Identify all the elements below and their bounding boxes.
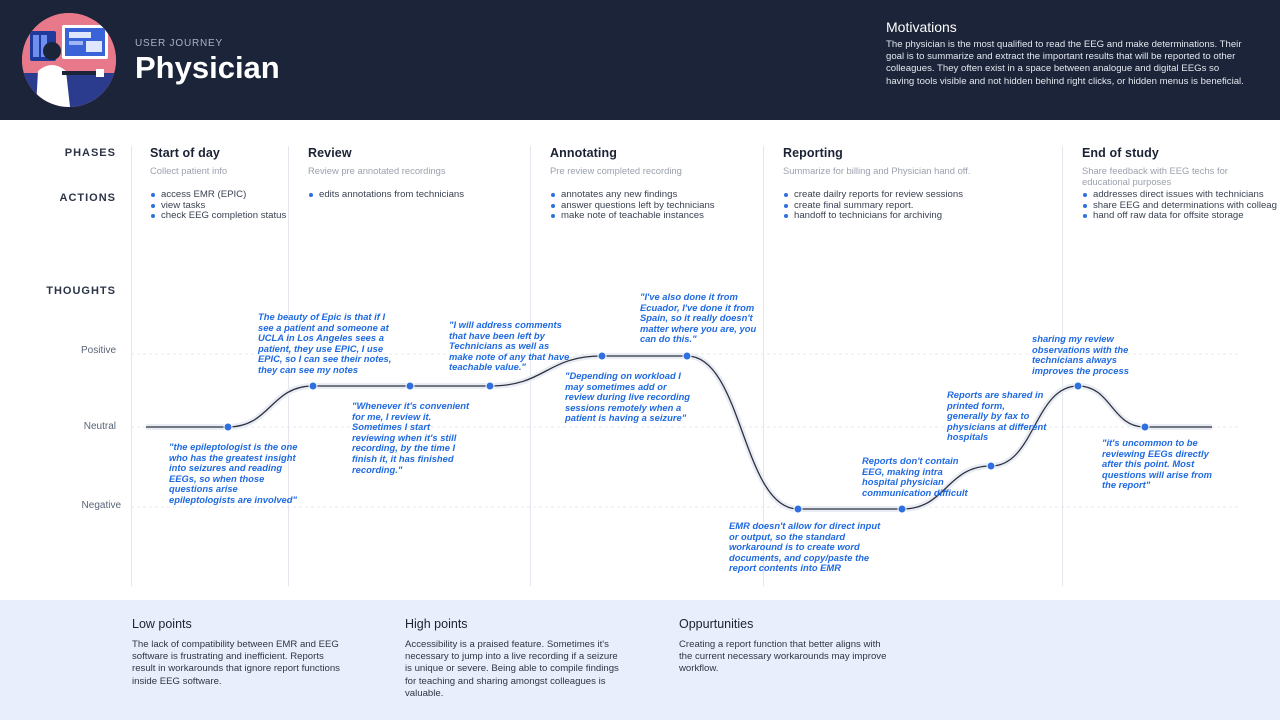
action-item: access EMR (EPIC) (150, 189, 286, 201)
negative-label: Negative (81, 500, 121, 511)
phase-divider (763, 146, 764, 586)
journey-point (1073, 381, 1083, 391)
phase-end-of-study: End of study Share feedback with EEG tec… (1082, 146, 1262, 187)
phase-start-of-day: Start of day Collect patient info (150, 146, 280, 176)
journey-points (223, 351, 1150, 514)
action-item: annotates any new findings (550, 189, 715, 201)
phase-subtitle: Share feedback with EEG techs for educat… (1082, 165, 1228, 187)
action-item: hand off raw data for offsite storage (1082, 211, 1280, 222)
journey-point (793, 504, 803, 514)
phase-subtitle: Review pre annotated recordings (308, 165, 446, 176)
phases-label: PHASES (64, 147, 116, 159)
journey-point (597, 351, 607, 361)
high-points-section: High points Accessibility is a praised f… (405, 617, 620, 700)
actions-label: ACTIONS (59, 192, 116, 204)
journey-line (146, 352, 1212, 512)
thought-note: The beauty of Epic is that if I see a pa… (258, 311, 392, 375)
opportunities-title: Oppurtunities (679, 617, 754, 631)
persona-title: Physician (135, 50, 280, 85)
opportunities-section: Oppurtunities Creating a report function… (679, 617, 894, 676)
low-points-title: Low points (132, 617, 192, 631)
journey-line-path (146, 355, 1212, 510)
motivations-text: The physician is the most qualified to r… (886, 39, 1244, 87)
thought-note: sharing my review observations with the … (1032, 333, 1129, 376)
thought-note: "it's uncommon to be reviewing EEGs dire… (1102, 437, 1212, 491)
action-item: answer questions left by technicians (550, 200, 715, 212)
journey-point (308, 381, 318, 391)
motivations-title: Motivations (886, 19, 957, 35)
high-points-text: Accessibility is a praised feature. Some… (405, 639, 619, 699)
action-item: handoff to technicians for archiving (783, 211, 963, 222)
phase-subtitle: Summarize for billing and Physician hand… (783, 165, 971, 176)
opportunities-text: Creating a report function that better a… (679, 639, 887, 675)
positive-label: Positive (80, 345, 116, 356)
actions-list: annotates any new findings answer questi… (550, 189, 715, 222)
phase-divider (131, 146, 132, 586)
action-item: addresses direct issues with technicians (1082, 190, 1280, 201)
low-points-section: Low points The lack of compatibility bet… (132, 617, 347, 688)
phase-divider (1062, 146, 1063, 586)
phase-name: End of study (1082, 146, 1159, 160)
phase-annotating: Annotating Pre review completed recordin… (550, 146, 750, 176)
thought-note: Reports are shared in printed form, gene… (947, 389, 1047, 443)
action-item: create dailry reports for review session… (783, 189, 963, 201)
journey-point (986, 461, 996, 471)
phase-divider (288, 146, 289, 586)
header: USER JOURNEY Physician Motivations The p… (0, 0, 1280, 120)
thought-note: Reports don't contain EEG, making intra … (862, 455, 968, 498)
action-item: create final summary report. (783, 200, 963, 212)
high-points-title: High points (405, 617, 468, 631)
physician-avatar (22, 13, 116, 107)
actions-list: addresses direct issues with technicians… (1082, 190, 1280, 222)
phase-reporting: Reporting Summarize for billing and Phys… (783, 146, 1053, 176)
thoughts-label: THOUGHTS (46, 285, 116, 297)
journey-point (405, 381, 415, 391)
low-points-text: The lack of compatibility between EMR an… (132, 639, 340, 687)
journey-point (682, 351, 692, 361)
action-item: check EEG completion status (150, 211, 286, 222)
actions-list: edits annotations from technicians (308, 189, 464, 201)
thought-note: "Whenever it's convenient for me, I revi… (352, 400, 470, 475)
action-item: edits annotations from technicians (308, 189, 464, 201)
journey-point (897, 504, 907, 514)
journey-point (1140, 422, 1150, 432)
phase-subtitle: Pre review completed recording (550, 165, 682, 176)
phase-name: Reporting (783, 146, 843, 160)
actions-list: access EMR (EPIC) view tasks check EEG c… (150, 189, 286, 222)
phase-name: Annotating (550, 146, 617, 160)
thought-note: "I've also done it from Ecuador, I've do… (640, 291, 757, 345)
action-item: view tasks (150, 200, 286, 212)
actions-list: create dailry reports for review session… (783, 189, 963, 222)
phase-review: Review Review pre annotated recordings (308, 146, 518, 176)
thought-note: "the epileptologist is the one who has t… (169, 441, 298, 505)
thought-note: "I will address comments that have been … (449, 319, 570, 373)
thought-note: EMR doesn't allow for direct input or ou… (729, 520, 881, 574)
neutral-label: Neutral (83, 421, 116, 432)
thought-note: "Depending on workload I may sometimes a… (565, 370, 691, 424)
phase-divider (530, 146, 531, 586)
phase-name: Review (308, 146, 352, 160)
phase-subtitle: Collect patient info (150, 165, 228, 176)
action-item: share EEG and determinations with collea… (1082, 200, 1280, 212)
journey-point (485, 381, 495, 391)
summary-footer (0, 600, 1280, 720)
action-item: make note of teachable instances (550, 211, 715, 222)
user-journey-eyebrow: USER JOURNEY (135, 38, 223, 49)
physician-illustration-icon (22, 13, 116, 107)
phase-name: Start of day (150, 146, 220, 160)
journey-point (223, 422, 233, 432)
